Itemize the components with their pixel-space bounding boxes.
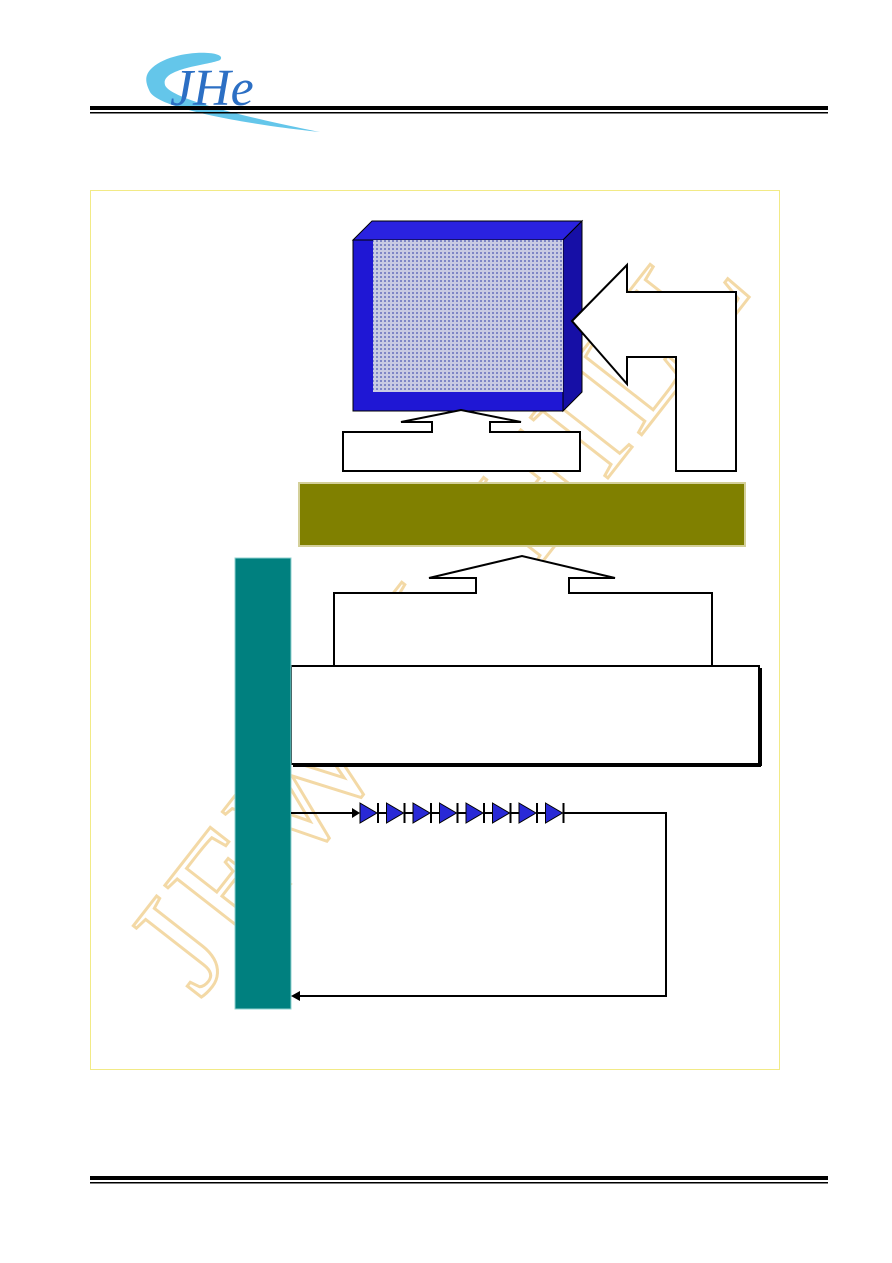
- led-diode-icon: [386, 802, 405, 824]
- output-arrowhead-icon: [352, 808, 360, 818]
- controller-bar: [298, 482, 746, 547]
- controller-arrow-icon: [333, 554, 713, 666]
- led-diode-icon: [359, 802, 378, 824]
- feedback-arrow-icon: [570, 262, 737, 472]
- led-diode-icon: [545, 802, 564, 824]
- led-diode-icon: [518, 802, 537, 824]
- logo-swoosh: [146, 52, 320, 132]
- header-rule: [90, 106, 828, 114]
- upward-arrow-icon: [342, 408, 581, 472]
- figure-frame: [90, 190, 780, 1070]
- processing-block: [290, 665, 760, 765]
- led-diode-icon: [439, 802, 458, 824]
- led-chain: [359, 802, 580, 824]
- led-diode-icon: [465, 802, 484, 824]
- return-wire: [300, 812, 667, 997]
- footer-rule: [90, 1176, 828, 1184]
- led-diode-icon: [412, 802, 431, 824]
- return-arrowhead-icon: [291, 991, 300, 1001]
- main-board-bar: [234, 557, 292, 1010]
- monitor-icon: [351, 219, 584, 413]
- led-diode-icon: [492, 802, 511, 824]
